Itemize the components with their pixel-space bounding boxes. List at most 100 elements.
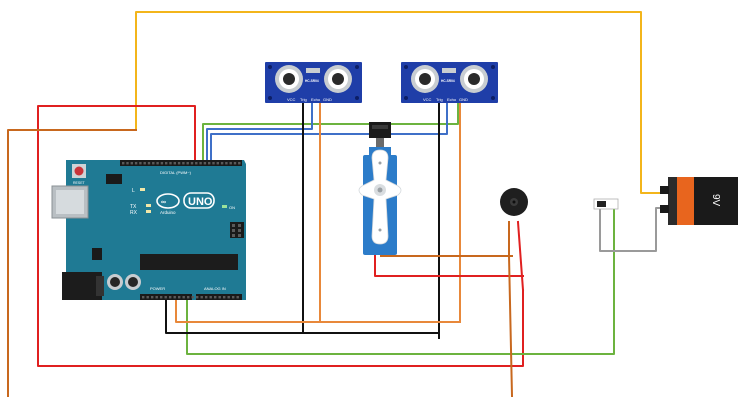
wire-green-bottom [186,207,615,355]
battery-label-area [694,177,738,225]
uno-logo: ∞ UNO Arduino [156,192,215,215]
header-pin [178,296,181,299]
header-pin [173,296,176,299]
sensor-pin-gnd: GND [459,97,468,102]
header-pin [220,162,224,165]
header-pin [209,296,212,299]
power-jack [62,272,102,300]
header-pin [199,162,202,165]
header-pin [122,162,125,165]
sensor-pin-gnd: GND [323,97,332,102]
arduino-brand: Arduino [160,210,176,215]
header-pin [186,162,189,165]
battery-cap [668,177,678,225]
digital-pins [122,162,241,165]
header-pin [227,296,230,299]
power-label: POWER [150,286,165,291]
header-pin [223,296,226,299]
header-pin [233,162,237,165]
sensor-pin-trig: Trig [300,97,307,102]
header-pin [143,162,146,165]
servo-horn [358,149,402,245]
wires [7,11,669,398]
wire-blue-sensor2 [210,102,448,161]
sensor-pin-vcc: VCC [423,97,432,102]
wire-green-sensor [202,102,459,161]
analog-label: ANALOG IN [204,286,226,291]
header-pin [203,162,207,165]
header-pin [126,162,129,165]
header-pin [200,296,203,299]
wire-brown-left [7,129,137,397]
svg-text:∞: ∞ [161,199,166,206]
sensor-model: HC-SR04 [441,79,455,83]
piezo-buzzer [500,188,528,216]
header-pin [156,162,159,165]
header-pin [182,162,185,165]
header-pin [160,296,163,299]
header-pin [169,296,172,299]
header-pin [160,162,164,165]
header-pin [169,162,172,165]
led-tx-label: TX [130,204,137,210]
battery-label: 9V [710,194,721,207]
ultrasonic-sensor-2: HC-SR04 VCC Trig Echo GND [401,62,498,103]
header-pin [208,162,211,165]
header-pin [155,296,158,299]
header-pin [205,296,208,299]
header-pin [214,296,217,299]
icsp-header [106,174,122,184]
wire-buzzer-brown [508,221,514,398]
digital-label: DIGITAL (PWM~) [160,170,192,175]
header-pin [165,162,168,165]
voltage-regulator [92,248,102,260]
header-pin [190,162,194,165]
header-pin [147,162,151,165]
reset-label: RESET [73,181,86,185]
servo-motor [358,122,402,255]
header-pin [225,162,228,165]
header-pin [232,296,235,299]
header-pin [134,162,138,165]
digital-header [120,160,242,166]
atmega-chip [140,254,238,270]
ultrasonic-sensor-1: HC-SR04 VCC Trig Echo GND [265,62,362,103]
header-pin [187,296,190,299]
header-pin [229,162,232,165]
header-pin [173,162,176,165]
sensor-pin-echo: Echo [311,97,321,102]
servo-connector [369,122,391,138]
header-pin [139,162,142,165]
header-pin [152,162,155,165]
header-pin [195,162,198,165]
battery-9v: 9V [660,177,738,225]
header-pin [177,162,181,165]
header-pin [191,296,194,299]
header-pin [164,296,167,299]
arduino-uno: RESET DIGITAL (PWM~) L TX RX ON ∞ UNO Ar… [51,160,246,300]
header-pin [238,162,241,165]
sensor-model: HC-SR04 [305,79,319,83]
sensor-pin-vcc: VCC [287,97,296,102]
header-pin [142,296,145,299]
sensor-pin-echo: Echo [447,97,457,102]
led-on-label: ON [229,205,235,210]
header-pin [216,162,219,165]
wire-blue-sensor1 [206,102,313,161]
led-l-label: L [132,188,135,194]
wire-yellow [135,11,669,194]
bottom-pins [142,296,239,299]
header-pin [196,296,199,299]
wire-black-gnd [165,299,440,339]
header-pin [212,162,215,165]
sensor-pin-trig: Trig [436,97,443,102]
led-rx-label: RX [130,210,138,216]
slide-switch[interactable] [593,198,619,210]
header-pin [151,296,154,299]
wire-orange-bus [175,299,461,323]
header-pin [236,296,239,299]
header-pin [130,162,133,165]
wire-gray [599,207,669,252]
header-pin [218,296,221,299]
